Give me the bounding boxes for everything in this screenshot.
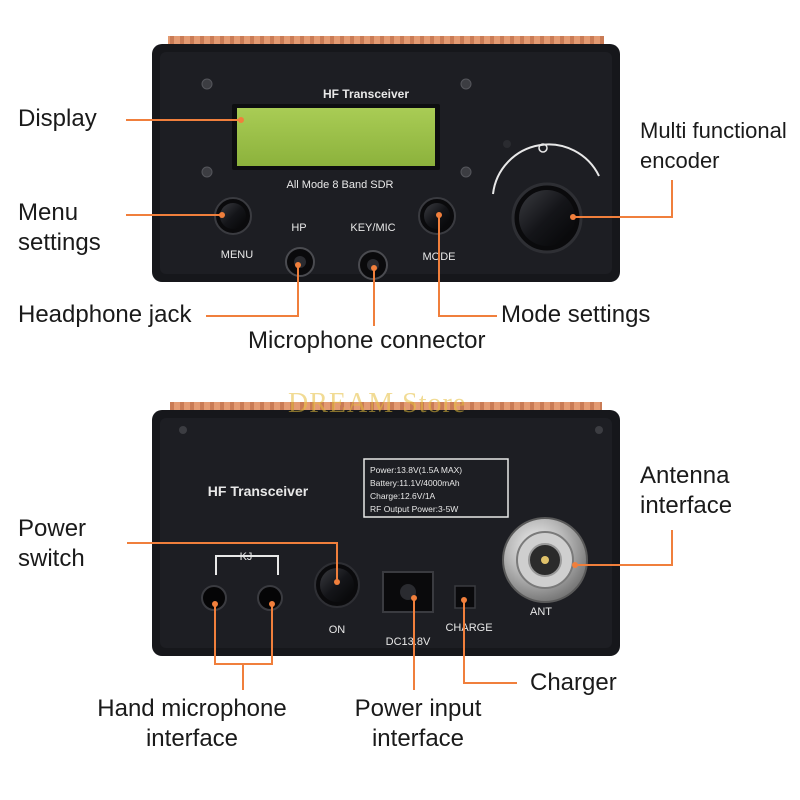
charge-label: CHARGE [445, 622, 492, 634]
callout-dot [411, 595, 417, 601]
kj-label: KJ [240, 551, 253, 563]
callout-dot [570, 214, 576, 220]
front-title: HF Transceiver [323, 87, 409, 101]
line-antenna [575, 530, 673, 566]
callout-headphone: Headphone jack [18, 301, 192, 328]
dc-label: DC13.8V [386, 636, 431, 648]
line-charger [463, 600, 517, 684]
callout-dot [334, 579, 340, 585]
callout-power-input: Power input interface [340, 694, 496, 754]
front-unit: HF Transceiver All Mode 8 Band SDR MENU … [152, 36, 620, 282]
callout-encoder-line1: Multi functional [640, 118, 787, 143]
rear-unit: HF Transceiver Power:13.8V(1.5A MAX) Bat… [152, 402, 620, 656]
spec-box [363, 458, 509, 518]
callout-display: Display [18, 105, 97, 132]
rear-title: HF Transceiver [208, 483, 309, 499]
line-power-switch [127, 542, 338, 582]
spec-line: RF Output Power:3-5W [370, 504, 458, 514]
spec-line: Power:13.8V(1.5A MAX) [370, 465, 462, 475]
callout-hand-mic-line2: interface [145, 725, 239, 752]
screw [201, 166, 213, 178]
callout-dot [436, 212, 442, 218]
callout-antenna-line1: Antenna [640, 462, 730, 489]
callout-dot [461, 597, 467, 603]
screw [179, 426, 187, 434]
menu-label: MENU [221, 249, 253, 261]
callout-power-switch-line1: Power [18, 515, 87, 542]
on-label: ON [329, 624, 346, 636]
callout-mode: Mode settings [501, 301, 651, 328]
callout-dot [212, 601, 218, 607]
hand-mic-jack-2 [257, 585, 283, 611]
spec-line: Battery:11.1V/4000mAh [370, 478, 460, 488]
led-indicator [503, 140, 511, 148]
callout-hand-mic: Hand microphone interface [92, 694, 292, 754]
callout-power-input-line2: interface [371, 725, 465, 752]
callout-power-input-line1: Power input [354, 695, 482, 722]
screw [460, 166, 472, 178]
callout-dot [295, 262, 301, 268]
callout-antenna-line2: interface [640, 492, 733, 519]
callout-dot [269, 601, 275, 607]
ant-label: ANT [530, 606, 552, 618]
line-headphone [206, 265, 299, 317]
spec-line: Charge:12.6V/1A [370, 491, 436, 501]
line-mode [438, 215, 497, 317]
screw [595, 426, 603, 434]
hp-label: HP [291, 222, 306, 234]
callout-dot [219, 212, 225, 218]
callout-microphone: Microphone connector [248, 327, 486, 354]
keymic-label: KEY/MIC [350, 222, 395, 234]
callout-antenna: Antenna interface [640, 461, 732, 521]
screw [460, 78, 472, 90]
line-encoder [573, 180, 673, 218]
callout-dot [572, 562, 578, 568]
callout-lines [126, 119, 673, 690]
callout-power-switch: Power switch [18, 514, 86, 574]
screw [201, 78, 213, 90]
store-watermark: DREAM Store [288, 388, 467, 419]
callout-dot [238, 117, 244, 123]
callout-power-switch-line2: switch [18, 545, 85, 572]
callout-menu-line1: Menu [18, 199, 79, 226]
callout-charger: Charger [530, 669, 617, 696]
callout-dot [371, 265, 377, 271]
callout-hand-mic-line1: Hand microphone [97, 695, 287, 722]
front-subtitle: All Mode 8 Band SDR [287, 179, 394, 191]
kj-bracket [215, 555, 279, 575]
callout-encoder-line2: encoder [640, 148, 720, 173]
callout-menu-line2: settings [18, 229, 101, 256]
callout-encoder: Multi functional encoder [640, 116, 787, 176]
callout-menu: Menu settings [18, 198, 101, 258]
